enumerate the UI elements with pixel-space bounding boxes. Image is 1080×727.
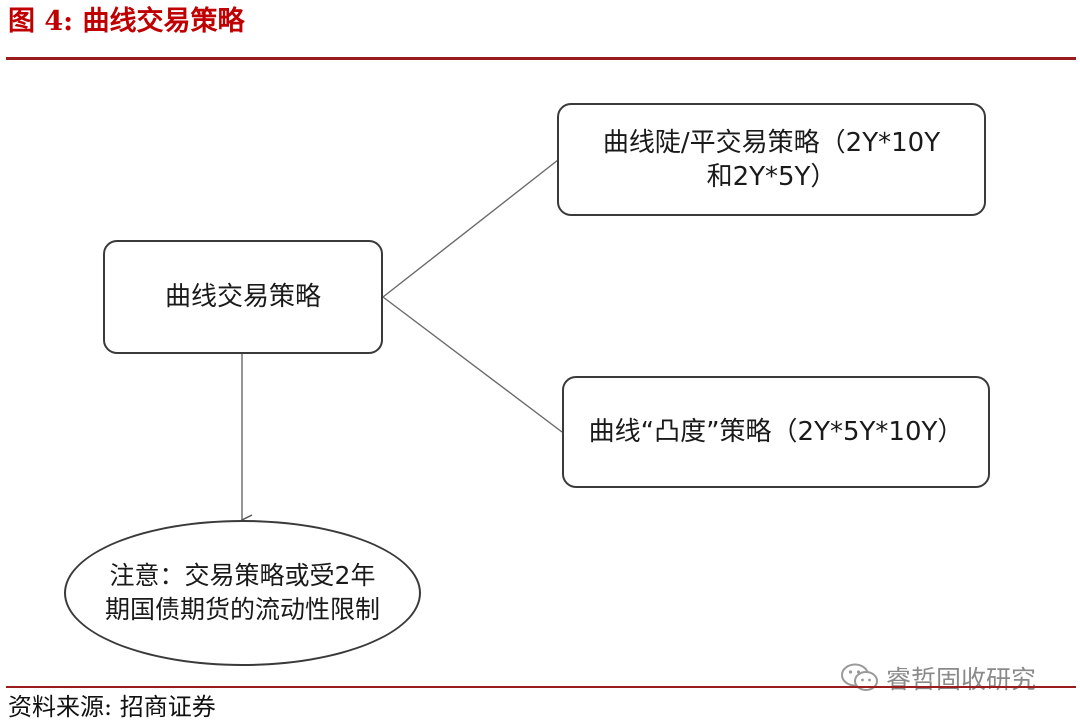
steep-flat-strategy-line-2: 和2Y*5Y） <box>706 161 837 192</box>
wechat-icon <box>841 663 878 691</box>
note-node: 注意：交易策略或受2年 期国债期货的流动性限制 <box>64 520 421 666</box>
convexity-strategy-node: 曲线“凸度”策略（2Y*5Y*10Y） <box>562 376 990 488</box>
root-node: 曲线交易策略 <box>103 240 383 354</box>
connector-root-to-convexity <box>382 296 563 433</box>
steep-flat-strategy-node: 曲线陡/平交易策略（2Y*10Y 和2Y*5Y） <box>557 103 986 216</box>
note-line-1: 注意：交易策略或受2年 <box>109 561 376 590</box>
steep-flat-strategy-line-1: 曲线陡/平交易策略（2Y*10Y <box>602 127 941 158</box>
convexity-strategy-label: 曲线“凸度”策略（2Y*5Y*10Y） <box>588 417 964 447</box>
figure-title: 图 4: 曲线交易策略 <box>8 6 245 37</box>
connector-root-to-steep-flat <box>382 159 559 298</box>
bottom-rule <box>6 686 1076 688</box>
watermark-text: 睿哲固收研究 <box>886 665 1037 694</box>
top-rule <box>6 57 1076 60</box>
watermark: 睿哲固收研究 <box>840 656 1036 700</box>
note-line-2: 期国债期货的流动性限制 <box>104 595 380 624</box>
root-node-label: 曲线交易策略 <box>164 282 321 312</box>
source-note: 资料来源: 招商证券 <box>8 693 216 721</box>
